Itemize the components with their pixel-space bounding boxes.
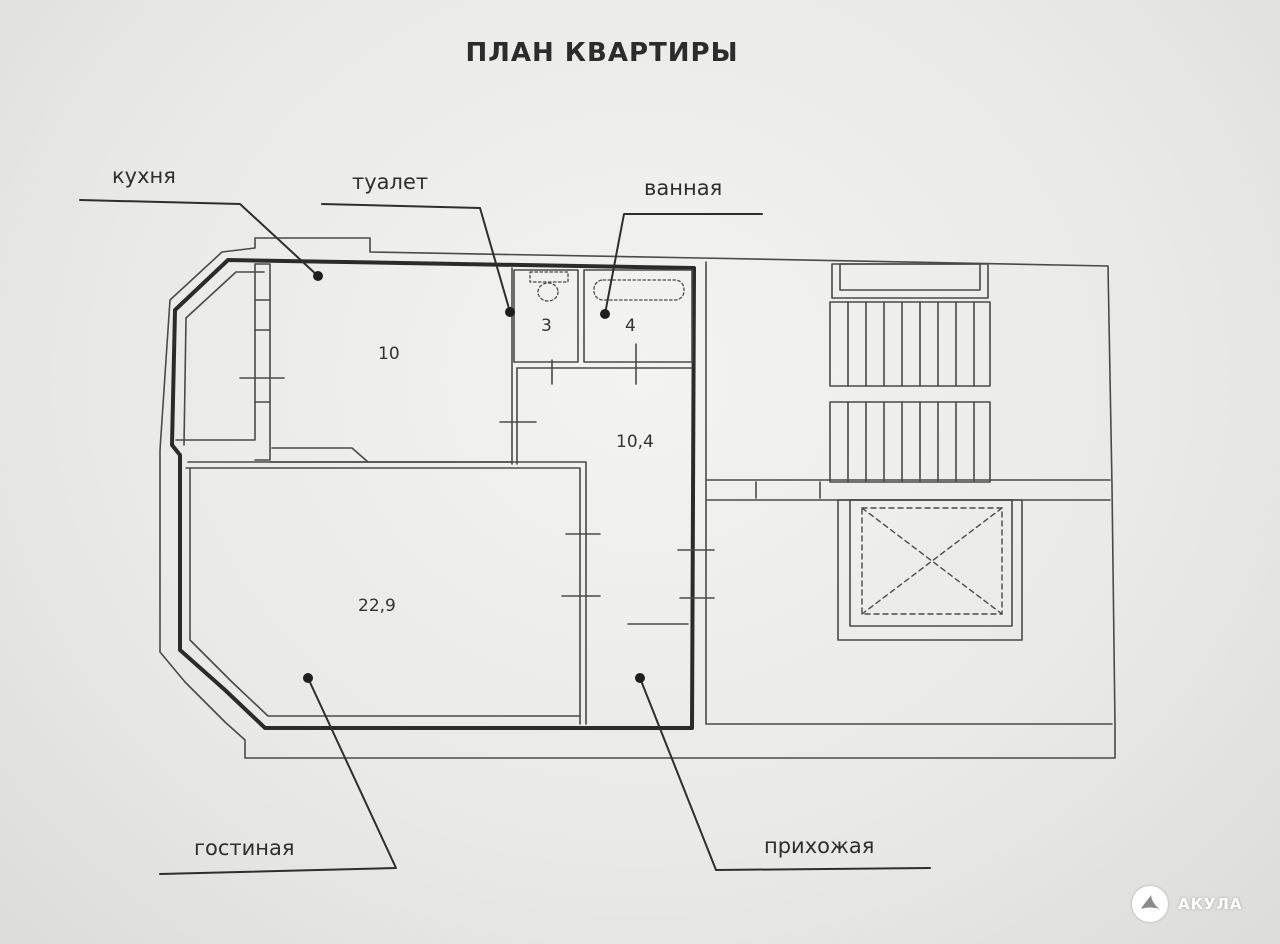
leader-hallway [639, 677, 931, 871]
leader-dots [303, 271, 645, 683]
label-living: гостиная [194, 836, 295, 860]
leader-living [159, 677, 397, 875]
dot-bathroom [600, 309, 610, 319]
area-kitchen: 10 [378, 344, 400, 364]
kitchen-right-wall [511, 267, 518, 465]
area-toilet: 3 [541, 316, 552, 336]
area-bathroom: 4 [625, 316, 636, 336]
toilet-fixture [529, 271, 569, 302]
shark-logo-icon [1132, 886, 1168, 922]
elevator-shaft-inner [849, 499, 1013, 627]
watermark-text: АКУЛА [1178, 895, 1243, 913]
building-outline [159, 237, 1116, 759]
leader-toilet [321, 203, 511, 313]
stair-landing-inner [839, 263, 981, 291]
label-bathroom: ванная [644, 176, 723, 200]
stair-flight-lower [829, 401, 991, 483]
dot-toilet [505, 307, 515, 317]
bathroom-room [583, 269, 693, 363]
elevator-car [861, 507, 1003, 615]
elevator-shaft-outer [837, 499, 1023, 641]
area-living: 22,9 [358, 596, 396, 616]
leader-bathroom [604, 213, 763, 315]
stair-flight-upper [829, 301, 991, 387]
kitchen-wall-segments [254, 299, 271, 403]
dot-living [303, 673, 313, 683]
leader-kitchen [79, 199, 319, 277]
living-room-wall [185, 461, 587, 725]
common-area-walls [705, 261, 1113, 725]
label-kitchen: кухня [112, 164, 176, 188]
corridor-door [755, 481, 821, 499]
label-toilet: туалет [352, 170, 429, 194]
stair-landing [831, 263, 989, 299]
leader-lines [79, 199, 931, 875]
exterior-wall-inner-line [183, 271, 581, 717]
kitchen-bottom-wall [269, 447, 513, 463]
watermark: АКУЛА [1132, 886, 1243, 922]
toilet-room [513, 269, 579, 363]
area-hallway: 10,4 [616, 432, 654, 452]
bathtub-fixture [593, 279, 685, 301]
apartment-boundary [170, 258, 696, 730]
dot-hallway [635, 673, 645, 683]
page-title: ПЛАН КВАРТИРЫ [465, 38, 739, 68]
kitchen-wall-block [175, 263, 271, 461]
label-hallway: прихожая [764, 834, 875, 858]
dot-kitchen [313, 271, 323, 281]
